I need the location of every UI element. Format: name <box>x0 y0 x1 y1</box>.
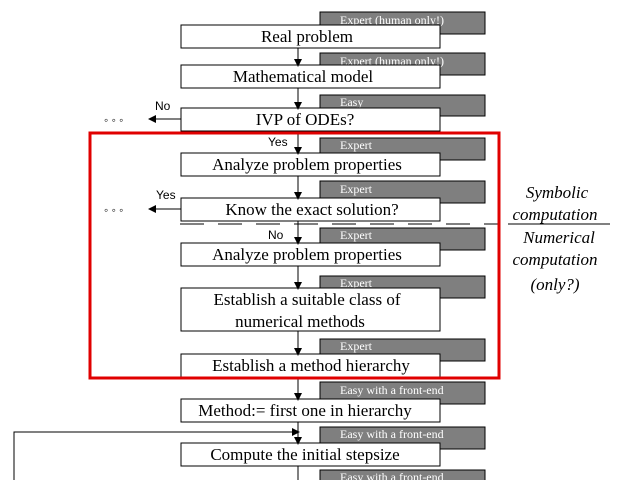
box-real-problem: Real problem <box>180 24 441 49</box>
box-initial-stepsize: Compute the initial stepsize <box>180 442 441 467</box>
edge-label-no-2: No <box>268 228 284 242</box>
box-label-ivp-of-odes: IVP of ODEs? <box>256 110 355 129</box>
box-label-analyze-properties-1: Analyze problem properties <box>212 155 402 174</box>
tag-text-7: Expert <box>340 276 373 290</box>
ellipsis-1: ◦ ◦ ◦ <box>104 113 123 127</box>
tag-3: Easy <box>319 94 486 117</box>
side-note-line4: computation <box>513 250 598 269</box>
box-label-method-hierarchy: Establish a method hierarchy <box>212 356 410 375</box>
loop-polyline <box>13 431 298 480</box>
side-note-line3: Numerical <box>522 228 595 247</box>
box-label-real-problem: Real problem <box>261 27 353 46</box>
tag-text-5: Expert <box>340 182 373 196</box>
side-note: Symbolic computation Numerical computati… <box>508 183 610 294</box>
box-label-analyze-properties-2: Analyze problem properties <box>212 245 402 264</box>
ellipsis-2: ◦ ◦ ◦ <box>104 203 123 217</box>
box-label-initial-stepsize: Compute the initial stepsize <box>210 445 399 464</box>
box-mathematical-model: Mathematical model <box>180 64 441 89</box>
side-arrows <box>148 115 181 213</box>
tag-text-10: Easy with a front-end <box>340 427 444 441</box>
edge-label-yes-2: Yes <box>156 188 176 202</box>
box-establish-class: Establish a suitable class of numerical … <box>180 287 441 332</box>
box-label-establish-class-line1: Establish a suitable class of <box>214 290 401 309</box>
box-method-first: Method:= first one in hierarchy <box>180 398 441 423</box>
edge-label-no-1: No <box>155 99 171 113</box>
box-label-establish-class-line2: numerical methods <box>235 312 365 331</box>
tag-text-9: Easy with a front-end <box>340 383 444 397</box>
tag-text-3: Easy <box>340 95 363 109</box>
box-know-exact-solution: Know the exact solution? <box>180 197 441 222</box>
box-label-know-exact-solution: Know the exact solution? <box>225 200 398 219</box>
tag-text-4: Expert <box>340 138 373 152</box>
tag-text-11: Easy with a front-end <box>340 470 444 480</box>
side-note-line5: (only?) <box>530 275 579 294</box>
box-analyze-properties-1: Analyze problem properties <box>180 152 441 177</box>
box-label-mathematical-model: Mathematical model <box>233 67 373 86</box>
tag-11: Easy with a front-end <box>319 469 486 485</box>
loop-line <box>13 428 300 480</box>
tag-text-1: Expert (human only!) <box>340 13 444 27</box>
tag-text-6: Expert <box>340 228 373 242</box>
box-analyze-properties-2: Analyze problem properties <box>180 242 441 267</box>
side-note-line1: Symbolic <box>526 183 589 202</box>
tag-text-8: Expert <box>340 339 373 353</box>
highlight-region <box>88 131 501 380</box>
edge-label-yes-1: Yes <box>268 135 288 149</box>
box-label-method-first: Method:= first one in hierarchy <box>198 401 412 420</box>
box-ivp-of-odes: IVP of ODEs? <box>180 107 441 132</box>
box-method-hierarchy: Establish a method hierarchy <box>180 353 441 378</box>
side-note-line2: computation <box>513 205 598 224</box>
